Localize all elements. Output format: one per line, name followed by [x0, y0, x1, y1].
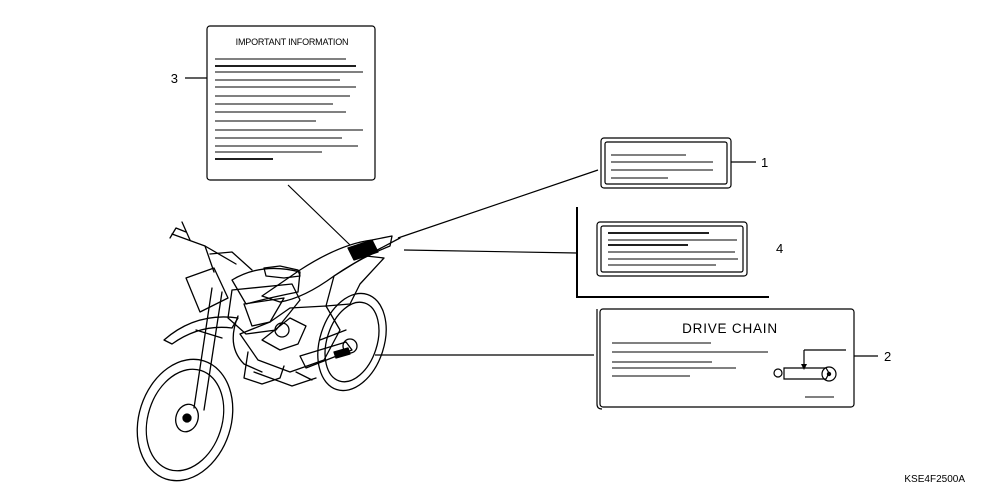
motorcycle-illustration	[136, 221, 401, 482]
callout-3: 3	[171, 71, 178, 86]
rear-wheel	[317, 292, 387, 392]
important-information-text-lines	[215, 58, 363, 160]
important-information-title: IMPORTANT INFORMATION	[236, 37, 349, 47]
drive-chain-title: DRIVE CHAIN	[682, 321, 778, 336]
drive-chain-label: DRIVE CHAIN	[596, 308, 855, 410]
label-3-pointer	[287, 184, 351, 246]
label-1-pointer	[397, 169, 599, 239]
important-information-label: IMPORTANT INFORMATION	[206, 25, 376, 181]
label-4-bracket	[576, 207, 769, 298]
callout-1: 1	[761, 155, 768, 170]
callout-2: 2	[884, 349, 891, 364]
diagram-code: KSE4F2500A	[904, 474, 965, 485]
label-1	[600, 137, 732, 189]
label-4-pointer	[403, 249, 578, 254]
label-4	[596, 221, 748, 277]
callout-4: 4	[776, 241, 783, 256]
chain-adjuster-icon	[773, 349, 846, 382]
front-wheel	[136, 358, 234, 482]
